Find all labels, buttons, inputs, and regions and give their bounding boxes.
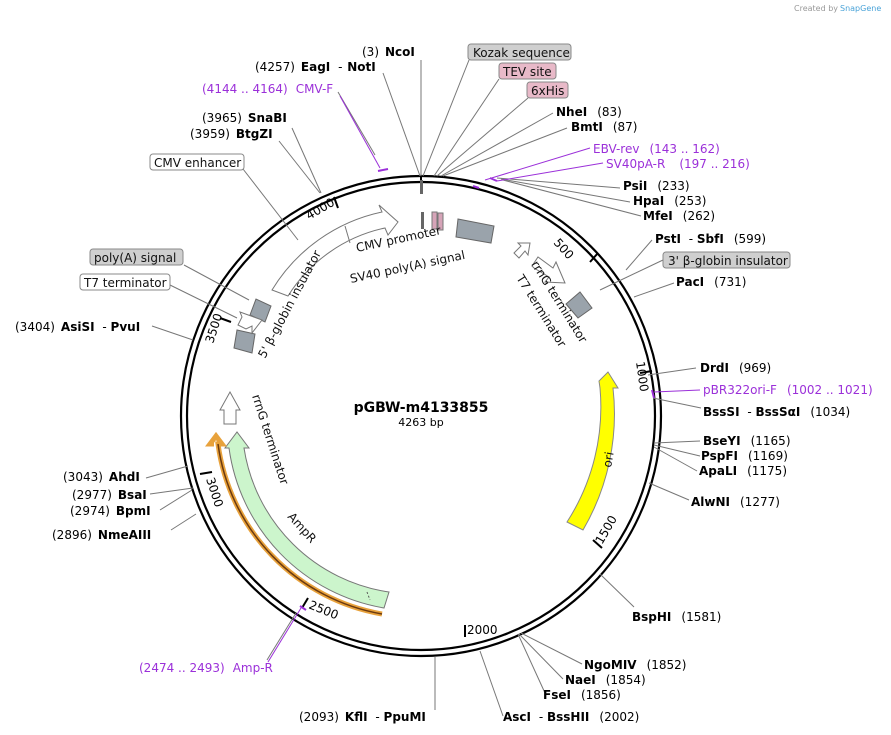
kozak-small-marker [421,212,424,229]
site-bmti: BmtI(87) [571,120,638,134]
rrng-terminator-left-label: rrnG terminator [249,393,291,487]
cmv-enhancer-boundary [344,225,351,244]
cmv-enhancer-box [149,153,245,171]
ori-label: ori [600,451,616,469]
site-btgzi: (3959)BtgZI [190,127,273,141]
kozak-box [467,43,572,61]
globin-small-arrow [237,311,263,335]
site-nmeaiii: (2896)NmeAIII [52,528,151,542]
primer-sv40pa-r: SV40pA-R(197 .. 216) [606,157,750,171]
primer-labels: (4144 .. 4164)CMV-F EBV-rev(143 .. 162) … [139,82,873,675]
small-terminator-arrow [513,242,531,259]
snapgene-logo-text: SnapGene [840,4,881,13]
tick-label-3000: 3000 [203,476,226,509]
site-paci: PacI(731) [676,275,746,289]
plasmid-size: 4263 bp [398,416,443,429]
site-bpmi: (2974)BpmI [70,504,151,518]
tick-label-2000: 2000 [467,623,498,637]
tick-label-1500: 1500 [592,513,619,546]
site-mfei: MfeI(262) [643,209,715,223]
site-snabi: (3965)SnaBI [202,111,287,125]
t7-terminator-label: T7 terminator [83,276,167,290]
site-apali: ApaLI(1175) [699,464,787,478]
sv40-polya-feature [455,218,495,244]
site-pspfi: PspFI(1169) [701,449,788,463]
tick-label-3500: 3500 [203,312,226,345]
tev-box [498,62,557,80]
ori-feature-arrow [566,371,619,531]
polya-signal-box [89,248,184,266]
rrng-terminator-left-arrow [219,390,241,425]
boxed-labels: Kozak sequence TEV site 6xHis 3' β-globi… [79,43,791,291]
site-drdi: DrdI(969) [700,361,771,375]
his-label: 6xHis [531,84,564,98]
plasmid-name: pGBW-m4133855 [354,400,489,416]
site-bseyi: BseYI(1165) [703,434,791,448]
credit-text: Created by [794,4,838,13]
position-ticks [199,176,653,637]
cmv-promoter-arrow [271,204,399,297]
site-eagi-noti: (4257)EagI - NotI [255,60,376,74]
polya-signal-label: poly(A) signal [94,251,176,265]
ampr-dotted-mark [366,591,371,601]
cmv-enhancer-label: CMV enhancer [154,156,241,170]
ampr-feature-arrow [224,431,390,609]
his-tag-feature [437,212,444,231]
globin3-label: 3' β-globin insulator [668,254,788,268]
primer-pbr322ori-f: pBR322ori-F(1002 .. 1021) [703,383,873,397]
globin3-box [662,251,791,269]
site-kfli-ppumi: (2093)KflI - PpuMI [299,710,426,724]
globin-insulator-box-bottom [233,329,256,354]
t7-terminator-box [79,273,171,291]
primer-leader-lines [267,95,701,663]
site-asci-bsshii: AscI - BssHII(2002) [503,710,639,724]
t7-terminator-arrow-right [531,256,566,284]
site-alwni: AlwNI(1277) [691,495,780,509]
site-ncoi: (3)NcoI [362,45,415,59]
tick-label-1000: 1000 [633,360,651,392]
site-ahdi: (3043)AhdI [63,470,140,484]
primer-cmv-f: (4144 .. 4164)CMV-F [202,82,333,96]
rrng-terminator-right-box [565,291,593,319]
site-psti-sbfi: PstI - SbfI(599) [655,232,766,246]
site-bsphi: BspHI(1581) [632,610,721,624]
site-hpai: HpaI(253) [633,194,706,208]
site-asisi-pvui: (3404)AsiSI - PvuI [15,320,140,334]
site-bsssi: BssSI - BssSαI(1034) [703,405,850,419]
site-nhei: NheI(83) [556,105,622,119]
site-psii: PsiI(233) [623,179,690,193]
kozak-label: Kozak sequence [473,46,570,60]
primer-ebv-rev: EBV-rev(143 .. 162) [593,142,720,156]
primer-markers [299,168,655,611]
site-fsei: FseI(1856) [543,688,621,702]
tick-label-500: 500 [551,236,577,262]
tev-site-feature [431,211,438,230]
sv40-polya-label: SV40 poly(A) signal [349,248,467,286]
ampr-primer-track-core [217,443,383,615]
his-box [526,81,569,99]
site-bsai: (2977)BsaI [72,488,147,502]
kozak-feature [420,180,423,194]
restriction-site-labels: (3)NcoI (4257)EagI - NotI (3965)SnaBI (3… [15,45,850,724]
tev-label: TEV site [502,65,552,79]
site-ngomiv: NgoMIV(1852) [584,658,686,672]
site-naei: NaeI(1854) [565,673,646,687]
primer-amp-r: (2474 .. 2493)Amp-R [139,661,273,675]
